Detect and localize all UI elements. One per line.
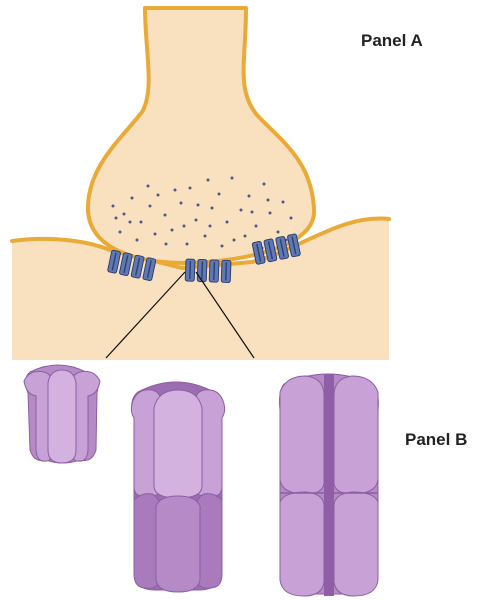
cross-section-lower-right [334, 492, 378, 596]
panel-a-label: Panel A [361, 31, 423, 51]
membrane-channel-stripe [202, 262, 203, 280]
synaptic-vesicle-dot [290, 217, 293, 220]
synaptic-vesicle-dot [255, 225, 258, 228]
synaptic-vesicle-dot [244, 235, 247, 238]
synaptic-vesicle-dot [165, 243, 168, 246]
synaptic-vesicle-dot [123, 213, 126, 216]
synaptic-vesicle-dot [211, 207, 214, 210]
synaptic-vesicle-dot [189, 187, 192, 190]
synaptic-vesicle-dot [282, 201, 285, 204]
synaptic-vesicle-dot [183, 225, 186, 228]
synaptic-vesicle-dot [207, 179, 210, 182]
synaptic-vesicle-dot [218, 193, 221, 196]
synaptic-vesicle-dot [180, 202, 183, 205]
synaptic-vesicle-dot [251, 211, 254, 214]
channel-small-front-subunit [48, 370, 76, 463]
synaptic-vesicle-dot [164, 214, 167, 217]
synaptic-vesicle-dot [136, 239, 139, 242]
synaptic-vesicle-dot [197, 204, 200, 207]
synaptic-vesicle-dot [115, 217, 118, 220]
membrane-channel-stripe [190, 261, 191, 279]
synaptic-vesicle-dot [231, 177, 234, 180]
synaptic-vesicle-dot [248, 195, 251, 198]
synaptic-vesicle-dot [174, 189, 177, 192]
synaptic-vesicle-dot [129, 221, 132, 224]
synaptic-vesicle-dot [119, 231, 122, 234]
panel-b-label: Panel B [405, 430, 467, 450]
synaptic-vesicle-dot [269, 212, 272, 215]
cross-section-pore [324, 374, 334, 596]
channel-stacked-lower-front [156, 496, 200, 592]
synaptic-vesicle-dot [147, 185, 150, 188]
channel-cross-section [280, 374, 379, 596]
synaptic-vesicle-dot [195, 219, 198, 222]
synaptic-vesicle-dot [131, 197, 134, 200]
cross-section-lower-left [280, 492, 324, 596]
channel-stacked [131, 382, 224, 592]
synaptic-vesicle-dot [112, 205, 115, 208]
panel-a-figure [12, 8, 389, 360]
synaptic-vesicle-dot [140, 221, 143, 224]
synaptic-vesicle-dot [157, 194, 160, 197]
synaptic-vesicle-dot [267, 199, 270, 202]
synaptic-vesicle-dot [204, 235, 207, 238]
synaptic-vesicle-dot [209, 225, 212, 228]
synaptic-vesicle-dot [171, 229, 174, 232]
membrane-channel-stripe [226, 262, 227, 280]
presynaptic-terminal [88, 8, 314, 263]
synaptic-vesicle-dot [149, 205, 152, 208]
synaptic-vesicle-dot [221, 245, 224, 248]
synaptic-vesicle-dot [154, 233, 157, 236]
cross-section-upper-right [334, 376, 378, 494]
panel-b-figure [24, 365, 378, 596]
synaptic-vesicle-dot [233, 239, 236, 242]
synaptic-vesicle-dot [263, 183, 266, 186]
synaptic-vesicle-dot [186, 243, 189, 246]
synaptic-vesicle-dot [277, 231, 280, 234]
cross-section-upper-left [280, 376, 324, 494]
channel-small [24, 365, 100, 463]
synaptic-vesicle-dot [240, 209, 243, 212]
synaptic-vesicle-dot [226, 221, 229, 224]
membrane-channel-stripe [214, 262, 215, 280]
channel-stacked-upper-front [154, 390, 202, 498]
